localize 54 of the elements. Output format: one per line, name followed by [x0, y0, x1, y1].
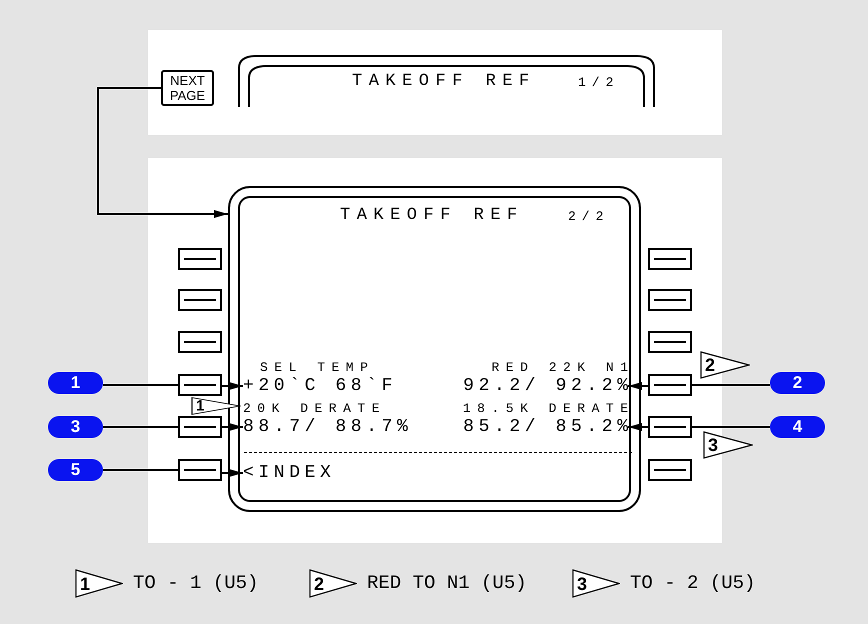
arrow	[97, 87, 228, 218]
legend-text: TO - 1 (U5)	[133, 572, 258, 594]
flag-marker	[75, 569, 123, 598]
page-number: 2/2	[568, 209, 610, 224]
line-select-key	[648, 331, 692, 353]
arrow	[222, 469, 243, 477]
callout-number: 2	[770, 372, 825, 394]
callout-number: 3	[48, 416, 103, 438]
callout-number: 4	[770, 416, 825, 438]
flag-marker	[572, 569, 620, 598]
line-select-key	[648, 289, 692, 311]
arrow	[222, 423, 243, 431]
line-select-key	[648, 374, 692, 396]
line-select-key	[178, 331, 222, 353]
line-select-key: NEXT PAGE	[161, 70, 214, 106]
flag-number: 2	[314, 574, 324, 592]
menu-prompt: <INDEX	[243, 462, 363, 484]
line-select-key	[648, 416, 692, 438]
line-select-key	[178, 416, 222, 438]
callout-number: 5	[48, 459, 103, 481]
line-select-key	[648, 459, 692, 481]
screen-title: TAKEOFF REF	[352, 72, 536, 91]
arrow	[628, 382, 648, 390]
flag-number: 1	[80, 574, 90, 592]
callout-number: 1	[48, 372, 103, 394]
field-value: +20`C 68`F	[243, 376, 398, 396]
flag-marker	[703, 431, 753, 459]
flag-number: 3	[708, 436, 718, 454]
flag-number: 2	[705, 356, 716, 374]
flag-number: 1	[196, 398, 204, 414]
arrow	[628, 423, 648, 431]
display-screen	[228, 186, 641, 512]
field-value: 88.7/ 88.7%	[243, 417, 414, 437]
legend-text: RED TO N1 (U5)	[367, 572, 527, 594]
flag-marker	[700, 351, 750, 379]
flag-marker	[309, 569, 357, 598]
arrow	[222, 382, 243, 390]
field-value: 92.2/ 92.2%	[462, 376, 633, 396]
flag-number: 3	[577, 574, 588, 592]
page-number: 1/2	[578, 75, 620, 90]
field-label: RED 22K N1	[490, 360, 634, 376]
field-value: 85.2/ 85.2%	[462, 417, 633, 437]
screen-title: TAKEOFF REF	[340, 206, 524, 225]
field-label: SEL TEMP	[259, 360, 376, 376]
line-select-key	[178, 374, 222, 396]
legend-text: TO - 2 (U5)	[630, 572, 756, 594]
line-select-key	[178, 459, 222, 481]
line-select-key	[178, 289, 222, 311]
field-label: 20K DERATE	[243, 401, 388, 417]
flag-marker	[191, 397, 241, 415]
display-screen	[238, 55, 655, 107]
line-select-key	[648, 248, 692, 270]
line-select-key	[178, 248, 222, 270]
field-label: 18.5K DERATE	[462, 401, 634, 417]
